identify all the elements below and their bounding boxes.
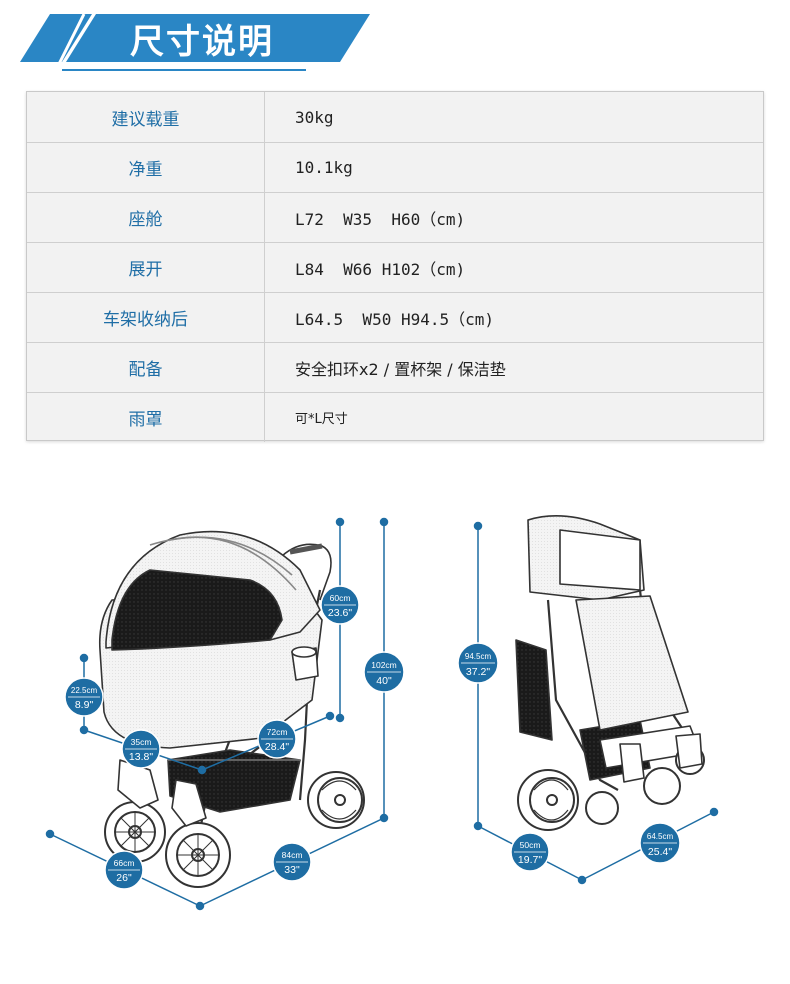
badge-cm-text: 35cm xyxy=(131,737,152,747)
table-row: 配备 安全扣环x2 / 置杯架 / 保洁垫 xyxy=(27,342,763,392)
table-row: 雨罩 可*L尺寸 xyxy=(27,392,763,442)
table-row: 车架收纳后 L64.5 W50 H94.5（cm) xyxy=(27,292,763,342)
page-title: 尺寸说明 xyxy=(130,22,274,62)
table-row: 建议载重 30kg xyxy=(27,92,763,142)
badge-in-text: 37.2" xyxy=(466,666,490,678)
spec-label: 净重 xyxy=(27,143,265,192)
folded-stroller-drawing xyxy=(515,515,705,831)
spec-label: 雨罩 xyxy=(27,393,265,442)
spec-value: L72 W35 H60（cm) xyxy=(295,209,466,229)
spec-value: 30kg xyxy=(295,107,334,127)
badge-cm-text: 102cm xyxy=(371,660,397,670)
wheel xyxy=(104,801,166,863)
stroller-illustration: 60cm 23.6" 102cm 40" 22.5cm 8.9" 35cm 13… xyxy=(45,515,719,911)
table-row: 展开 L84 W66 H102（cm) xyxy=(27,242,763,292)
badge-in-text: 8.9" xyxy=(75,699,94,711)
badge-folded-width: 50cm 19.7" xyxy=(510,832,550,872)
badge-seat-length: 72cm 28.4" xyxy=(257,719,297,759)
badge-in-text: 28.4" xyxy=(265,741,289,753)
badge-seat-side: 22.5cm 8.9" xyxy=(64,677,104,717)
badge-cm-text: 64.5cm xyxy=(647,832,674,841)
badge-unfolded-width: 66cm 26" xyxy=(104,850,144,890)
badge-in-text: 40" xyxy=(376,675,392,687)
spec-value: 10.1kg xyxy=(295,158,353,177)
badge-unfolded-length: 84cm 33" xyxy=(272,842,312,882)
badge-in-text: 23.6" xyxy=(328,607,352,619)
badge-in-text: 13.8" xyxy=(129,751,153,763)
spec-label: 展开 xyxy=(27,243,265,292)
badge-folded-length: 64.5cm 25.4" xyxy=(639,822,681,864)
table-row: 净重 10.1kg xyxy=(27,142,763,192)
badge-cm-text: 50cm xyxy=(520,840,541,850)
badge-seat-width: 35cm 13.8" xyxy=(121,729,161,769)
badge-cm-text: 66cm xyxy=(114,858,135,868)
spec-label: 座舱 xyxy=(27,193,265,242)
badge-cm-text: 72cm xyxy=(267,727,288,737)
badge-cm-text: 84cm xyxy=(282,850,303,860)
badge-in-text: 19.7" xyxy=(518,854,542,866)
wheel xyxy=(517,769,579,831)
section-header: 尺寸说明 xyxy=(0,0,790,80)
badge-seat-depth: 60cm 23.6" xyxy=(320,585,360,625)
badge-in-text: 33" xyxy=(284,864,300,876)
spec-label: 车架收纳后 xyxy=(27,293,265,342)
badge-unfolded-height: 102cm 40" xyxy=(363,651,405,693)
header-banner-shape xyxy=(20,13,370,71)
stroller-dimension-diagrams: 60cm 23.6" 102cm 40" 22.5cm 8.9" 35cm 13… xyxy=(0,450,790,980)
badge-cm-text: 94.5cm xyxy=(465,652,492,661)
table-row: 座舱 L72 W35 H60（cm) xyxy=(27,192,763,242)
badge-in-text: 25.4" xyxy=(648,846,672,858)
spec-value: L64.5 W50 H94.5（cm) xyxy=(295,309,495,329)
badge-folded-height: 94.5cm 37.2" xyxy=(457,642,499,684)
spec-value: 安全扣环x2 / 置杯架 / 保洁垫 xyxy=(295,359,506,379)
spec-label: 建议载重 xyxy=(27,92,265,142)
spec-value: 可*L尺寸 xyxy=(295,412,348,427)
wheel xyxy=(307,771,365,829)
unfolded-stroller-drawing xyxy=(98,530,365,888)
badge-in-text: 26" xyxy=(116,872,132,884)
badge-cm-text: 22.5cm xyxy=(71,686,98,695)
spec-value: L84 W66 H102（cm) xyxy=(295,259,466,279)
wheel xyxy=(165,822,231,888)
badge-cm-text: 60cm xyxy=(330,593,351,603)
spec-label: 配备 xyxy=(27,343,265,392)
spec-table: 建议载重 30kg 净重 10.1kg 座舱 L72 W35 H60（cm) 展… xyxy=(26,91,764,442)
